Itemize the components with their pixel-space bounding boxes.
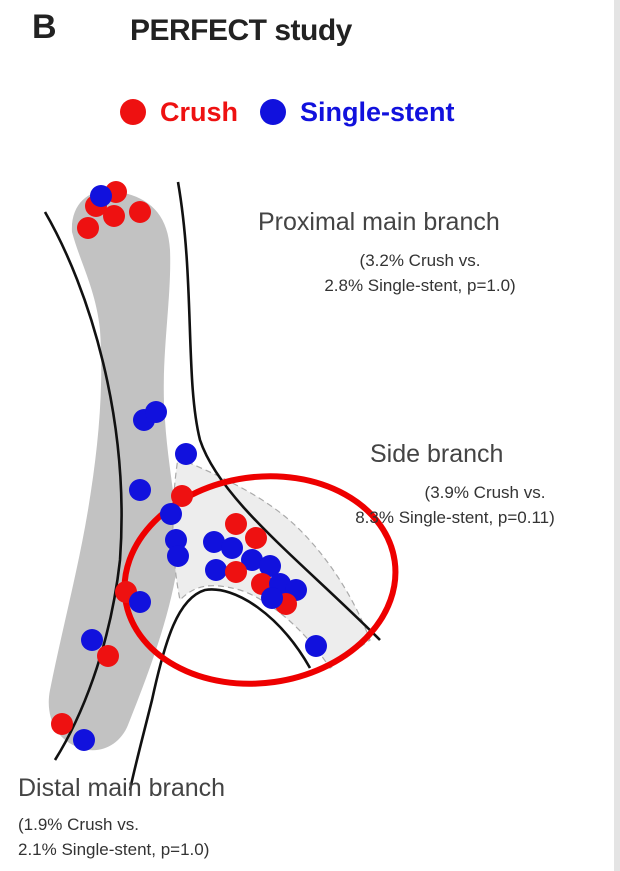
single-stent-legend-dot	[260, 99, 286, 125]
crush-legend-dot	[120, 99, 146, 125]
proximal-branch-title: Proximal main branch	[258, 208, 500, 237]
distal-branch-title: Distal main branch	[18, 774, 225, 803]
proximal-stats-line1: (3.2% Crush vs.	[270, 248, 570, 273]
distal-stats-line1: (1.9% Crush vs.	[18, 812, 209, 837]
single-stent-event-dot	[129, 591, 151, 613]
crush-legend-label: Crush	[160, 97, 238, 128]
side-stats-line1: (3.9% Crush vs.	[300, 480, 610, 505]
study-title: PERFECT study	[130, 14, 352, 48]
crush-event-dot	[51, 713, 73, 735]
panel-letter: B	[32, 8, 57, 47]
crush-event-dot	[97, 645, 119, 667]
side-branch-stats: (3.9% Crush vs. 8.3% Single-stent, p=0.1…	[300, 480, 610, 530]
proximal-stats-line2: 2.8% Single-stent, p=1.0)	[270, 273, 570, 298]
proximal-branch-stats: (3.2% Crush vs. 2.8% Single-stent, p=1.0…	[270, 248, 570, 298]
legend: Crush Single-stent	[120, 92, 477, 132]
side-stats-line2: 8.3% Single-stent, p=0.11)	[300, 505, 610, 530]
single-stent-event-dot	[261, 587, 283, 609]
crush-event-dot	[103, 205, 125, 227]
crush-event-dot	[225, 513, 247, 535]
crush-event-dot	[129, 201, 151, 223]
single-stent-event-dot	[145, 401, 167, 423]
distal-branch-stats: (1.9% Crush vs. 2.1% Single-stent, p=1.0…	[18, 812, 209, 862]
single-stent-event-dot	[129, 479, 151, 501]
single-stent-event-dot	[221, 537, 243, 559]
crush-event-dot	[245, 527, 267, 549]
single-stent-event-dot	[90, 185, 112, 207]
crush-event-dot	[77, 217, 99, 239]
side-branch-title: Side branch	[370, 440, 503, 469]
single-stent-event-dot	[73, 729, 95, 751]
single-stent-event-dot	[160, 503, 182, 525]
single-stent-event-dot	[81, 629, 103, 651]
single-stent-event-dot	[167, 545, 189, 567]
single-stent-legend-label: Single-stent	[300, 97, 455, 128]
single-stent-event-dot	[305, 635, 327, 657]
crush-event-dot	[225, 561, 247, 583]
single-stent-event-dot	[205, 559, 227, 581]
single-stent-event-dot	[175, 443, 197, 465]
distal-stats-line2: 2.1% Single-stent, p=1.0)	[18, 837, 209, 862]
